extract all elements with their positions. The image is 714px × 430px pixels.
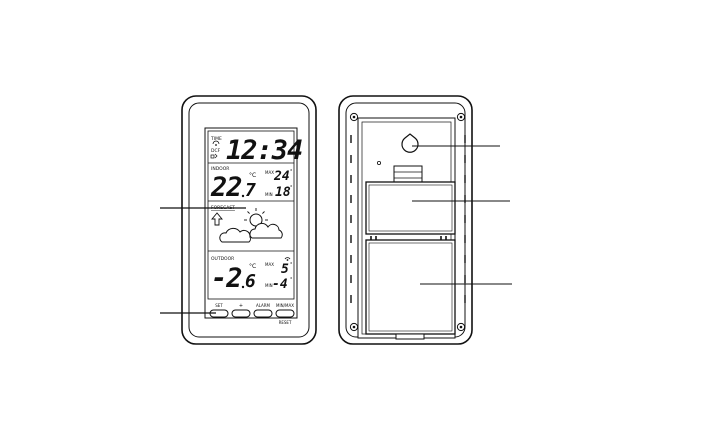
- outdoor-unit: °C: [249, 263, 256, 270]
- outdoor-temp-main: -2: [211, 263, 242, 294]
- minmax-button[interactable]: [276, 310, 294, 317]
- outdoor-temp-decimal: 6: [245, 271, 256, 292]
- indoor-min-value: 18: [275, 185, 291, 200]
- screw-icon: [350, 323, 357, 330]
- outdoor-label: OUTDOOR: [211, 256, 234, 262]
- indoor-temp-decimal: 7: [245, 180, 256, 201]
- battery-door-inner: [369, 243, 452, 331]
- outdoor-min-value: -4: [272, 277, 288, 292]
- reset-label: RESET: [279, 320, 292, 325]
- indoor-temp-main: 22: [210, 172, 242, 203]
- screw-icon: [457, 323, 464, 330]
- back-view: [339, 96, 512, 344]
- indoor-max-value: 24: [273, 169, 290, 184]
- stand-clip: [394, 166, 422, 184]
- back-stand-panel-inner: [369, 185, 452, 231]
- screw-icon: [457, 113, 464, 120]
- time-display: 12:34: [226, 135, 302, 166]
- dcf-label: DCF: [211, 148, 221, 154]
- minmax-button-label: MIN/MAX: [276, 303, 294, 308]
- decimal-point: [242, 195, 244, 197]
- plus-button-label: +: [239, 303, 243, 309]
- screw-icon: [350, 113, 357, 120]
- indoor-min-label: MIN: [265, 192, 273, 197]
- battery-door-latch: [396, 334, 424, 339]
- alarm-button[interactable]: [254, 310, 272, 317]
- reset-hole: [377, 161, 380, 164]
- indoor-unit: °C: [249, 172, 256, 179]
- indoor-max-label: MAX: [265, 170, 274, 175]
- outdoor-max-value: 5: [281, 262, 289, 277]
- plus-button[interactable]: [232, 310, 250, 317]
- set-button-label: SET: [215, 303, 223, 308]
- front-view: TIME DCF 12:34 INDOOR 22 7 °C MAX 24 ° M…: [160, 96, 316, 344]
- outdoor-max-label: MAX: [265, 262, 274, 267]
- decimal-point: [242, 286, 244, 288]
- alarm-button-label: ALARM: [256, 303, 271, 308]
